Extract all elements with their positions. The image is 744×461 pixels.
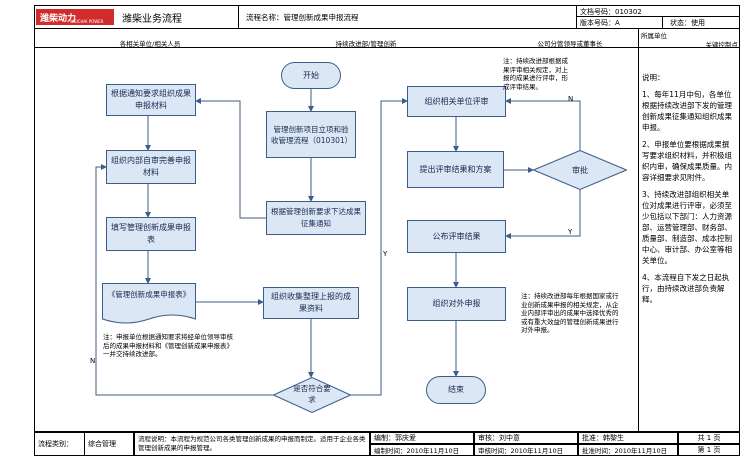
flow-frame	[34, 48, 740, 432]
footer-reviewer: 审核：刘中意	[474, 432, 578, 444]
internal-review-box: 组织内部自审完善申报材料	[106, 150, 196, 184]
fill-form-box: 填写管理创新成果申报表	[106, 217, 196, 251]
company-logo: 潍柴动力	[36, 9, 114, 25]
footer-author: 编制：郭庆爱	[370, 432, 474, 444]
doc-number: 文档号码：010302	[580, 8, 642, 16]
publish-box: 公布评审结果	[407, 220, 506, 253]
lane-header-row	[34, 29, 740, 48]
status-label: 状态：使用	[670, 19, 705, 27]
decision-label: 是否符合要求	[293, 384, 331, 404]
end-node: 结束	[426, 376, 486, 404]
footer-approve-time: 批准时间：2010年11月10日	[578, 444, 678, 456]
note-left: 注：申报单位根据通知要求将经单位领导审核后的成果申报材料和《管理创新成果申报表》…	[103, 333, 233, 358]
footer-approver: 批准：韩黎生	[578, 432, 678, 444]
divider-4	[662, 16, 663, 29]
side-notes-p1: 1、每年11月中旬，各单位根据持续改进部下发的管理创新成果征集通知组织成果申报。	[642, 90, 732, 132]
lane-header-improvement: 持续改进部/管理创新	[335, 40, 397, 48]
process-name: 流程名称：管理创新成果申报流程	[246, 13, 359, 22]
lane-header-key-control: 关键控制点	[705, 41, 739, 49]
footer-page-number: 第 1 页	[678, 444, 740, 456]
company-logo-sub: WEICHAI POWER	[70, 19, 104, 24]
side-notes-p3: 3、持续改进部组织相关单位对成果进行评审，必须至少包括以下部门：人力资源部、运营…	[642, 190, 732, 265]
footer-author-time: 编制时间：2010年11月10日	[370, 444, 474, 456]
side-notes: 说明： 1、每年11月中旬，各单位根据持续改进部下发的管理创新成果征集通知组织成…	[642, 72, 736, 311]
approve-shape	[533, 150, 627, 190]
footer-review-time: 审核时间：2010年11月10日	[474, 444, 578, 456]
lane-header-unit-belong: 所属单位	[641, 32, 667, 40]
start-node: 开始	[281, 62, 341, 89]
lane-header-leader: 公司分管领导或董事长	[537, 40, 603, 48]
footer-category-value: 综合管理	[84, 432, 134, 456]
form-document-label: 《管理创新成果申报表》	[107, 290, 191, 299]
label-n-approve: N	[568, 95, 574, 103]
footer-description-text: 流程说明：本流程为规范公司各类管理创新成果的申报而制定。适用于企业各类管理创新成…	[138, 435, 366, 452]
lane-header-divider	[638, 29, 639, 432]
org-review-box: 组织相关单位评审	[407, 86, 506, 117]
divider-1	[238, 5, 239, 29]
divider-2	[576, 5, 577, 29]
header-bar	[34, 5, 740, 29]
footer-description: 流程说明：本流程为规范公司各类管理创新成果的申报而制定。适用于企业各类管理创新成…	[134, 432, 370, 456]
lane-header-units: 各相关单位/相关人员	[119, 40, 181, 48]
report-box: 组织对外申报	[407, 287, 506, 321]
company-title: 潍柴业务流程	[122, 14, 182, 25]
collect-box: 组织收集整理上报的成果资料	[263, 287, 359, 319]
note-top: 注：持续改进部根据成果评审相关规定，对上报的成果进行评审，形成评审结果。	[503, 57, 568, 91]
submit-result-box: 提出评审结果和方案	[407, 151, 504, 188]
company-logo-text: 潍柴动力	[40, 13, 77, 24]
side-notes-p4: 4、本流程自下发之日起执行，由持续改进部负责解释。	[642, 273, 730, 304]
divider-3	[576, 16, 740, 17]
note-mid: 注：持续改进部每年根据国家或行业创新成果申报的相关规定，从企业内部评审出的成果中…	[521, 292, 619, 334]
decision-shape	[273, 377, 351, 413]
label-y-approve: Y	[568, 228, 573, 236]
approve-label: 审批	[572, 166, 588, 175]
issue-notice-box: 根据管理创新要求下达成果征集通知	[266, 201, 366, 235]
form-document-shape	[102, 283, 196, 324]
side-notes-title: 说明：	[642, 73, 665, 82]
label-n-decision: N	[90, 357, 96, 365]
receive-notice-box: 根据通知要求组织成果申报材料	[106, 84, 196, 116]
version-number: 版本号码：A	[580, 19, 620, 27]
side-notes-p2: 2、申报单位要根据成果撰写要求组织材料，并积极组织内审，确保成果质量。内容详细要…	[642, 140, 732, 182]
footer-category-label: 流程类别：	[34, 432, 84, 456]
project-establish-box: 管理创新项目立项和验收管理流程（010301）	[266, 111, 356, 158]
label-y-decision: Y	[383, 250, 388, 258]
footer-total-pages: 共 1 页	[678, 432, 740, 444]
